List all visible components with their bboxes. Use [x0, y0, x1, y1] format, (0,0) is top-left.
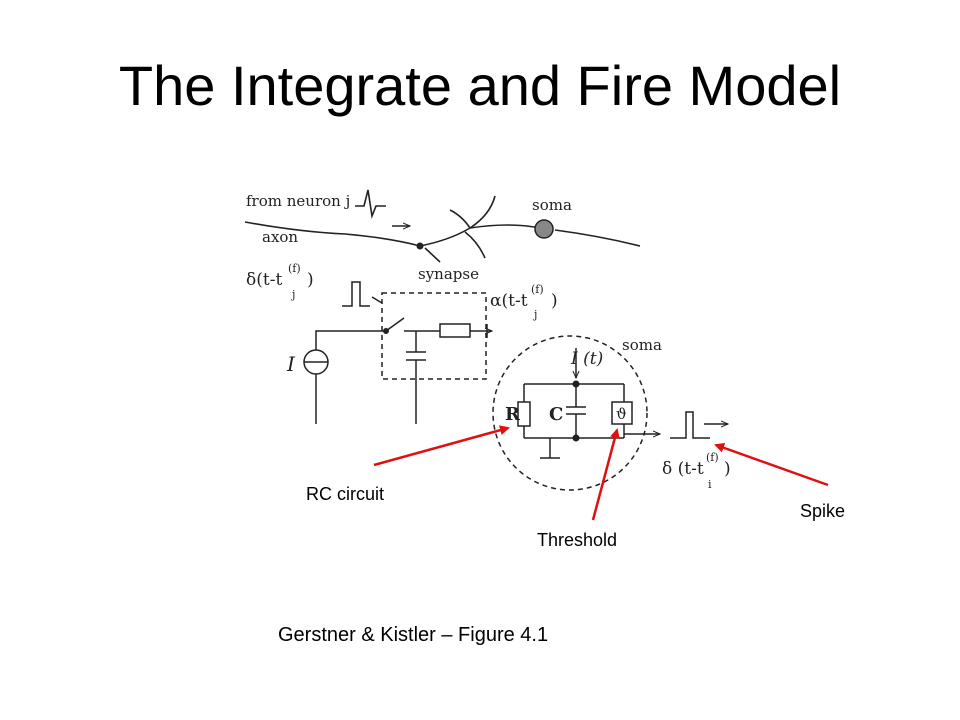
spike-arrow — [714, 442, 829, 487]
from-neuron-label: from neuron j — [246, 192, 350, 210]
rc-circuit-arrow — [373, 425, 510, 467]
delta-input-sup: (f) — [288, 262, 301, 275]
rc-circuit-label: RC circuit — [306, 484, 385, 504]
resistor-label: R — [505, 404, 521, 425]
soma-outflow — [554, 229, 641, 247]
left-wire — [315, 330, 386, 350]
soma-top-label: soma — [532, 196, 572, 214]
output-pulse — [670, 411, 710, 439]
threshold-arrow — [591, 428, 620, 521]
synapse-box — [381, 292, 487, 380]
output-spike — [670, 411, 728, 439]
delta-output-sup: (f) — [706, 451, 719, 464]
rc-node-bottom — [572, 434, 580, 442]
dendrite-to-soma — [469, 224, 541, 229]
slide-title: The Integrate and Fire Model — [118, 54, 842, 117]
delta-output-close: ) — [724, 459, 731, 479]
synapse-resistor — [439, 323, 471, 338]
soma-dashed-boundary — [492, 335, 648, 491]
dendrite-branch-3 — [464, 231, 486, 259]
delta-input-close: ) — [307, 270, 314, 290]
threshold-box — [611, 401, 633, 425]
delta-input-text: δ(t-t — [246, 270, 282, 290]
alpha-label: α(t-t j (f) ) — [490, 283, 558, 321]
spike-waveform — [355, 189, 386, 220]
dendrite-branch-2 — [449, 209, 471, 229]
synapse-circuit — [303, 281, 492, 424]
synapse-pointer — [424, 247, 441, 263]
input-pulse-arrow — [371, 296, 383, 304]
annotation-arrows — [373, 425, 829, 521]
synapse-label: synapse — [418, 265, 479, 283]
current-t-label: I (t) — [570, 349, 603, 369]
threshold-symbol: ϑ — [616, 405, 627, 423]
capacitor-label: C — [549, 404, 563, 425]
figure-caption: Gerstner & Kistler – Figure 4.1 — [278, 624, 549, 646]
synapse-dot — [416, 242, 424, 250]
delta-output-sub: i — [708, 478, 712, 491]
alpha-sup: (f) — [531, 283, 544, 296]
synapse-junction-dot — [383, 328, 389, 334]
input-pulse — [342, 281, 370, 307]
delta-input-sub: j — [290, 288, 295, 301]
alpha-close: ) — [551, 291, 558, 311]
switch-blade — [385, 317, 405, 332]
current-source-label: I — [286, 352, 296, 376]
spike-label: Spike — [800, 501, 846, 521]
delta-input-label: δ(t-t j (f) ) — [246, 262, 314, 301]
threshold-label: Threshold — [537, 530, 618, 550]
delta-output-label: δ (t-t i (f) ) — [662, 451, 731, 491]
axon-line — [244, 221, 421, 247]
axon-label: axon — [262, 228, 298, 246]
rc-node-top — [572, 380, 580, 388]
delta-output-text: δ (t-t — [662, 459, 704, 479]
neuron-sketch — [244, 189, 641, 263]
dendrite-branch-1 — [419, 195, 496, 247]
alpha-text: α(t-t — [490, 291, 528, 311]
soma-circle — [534, 219, 554, 239]
soma-circuit-label: soma — [622, 336, 662, 354]
alpha-sub: j — [532, 308, 537, 321]
